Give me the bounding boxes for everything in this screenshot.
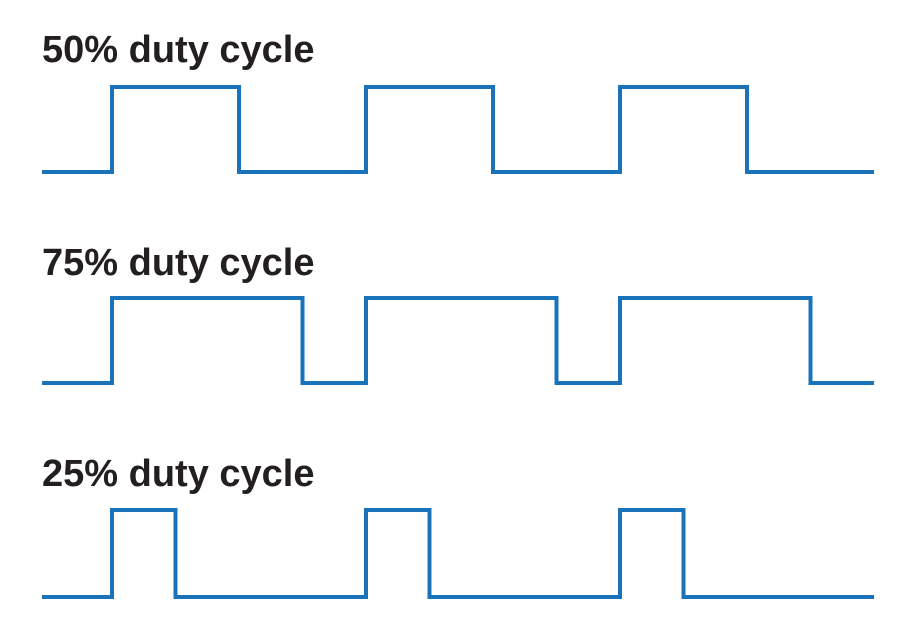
square-wave-75 <box>42 296 874 385</box>
square-wave-50 <box>42 85 874 174</box>
panel-50-duty-cycle: 50% duty cycle <box>42 29 874 174</box>
panel-75-duty-cycle: 75% duty cycle <box>42 242 874 385</box>
square-wave-25 <box>42 508 874 599</box>
panel-title-75: 75% duty cycle <box>42 242 314 284</box>
panel-title-25: 25% duty cycle <box>42 453 314 495</box>
panel-25-duty-cycle: 25% duty cycle <box>42 453 874 599</box>
panel-title-50: 50% duty cycle <box>42 29 314 71</box>
